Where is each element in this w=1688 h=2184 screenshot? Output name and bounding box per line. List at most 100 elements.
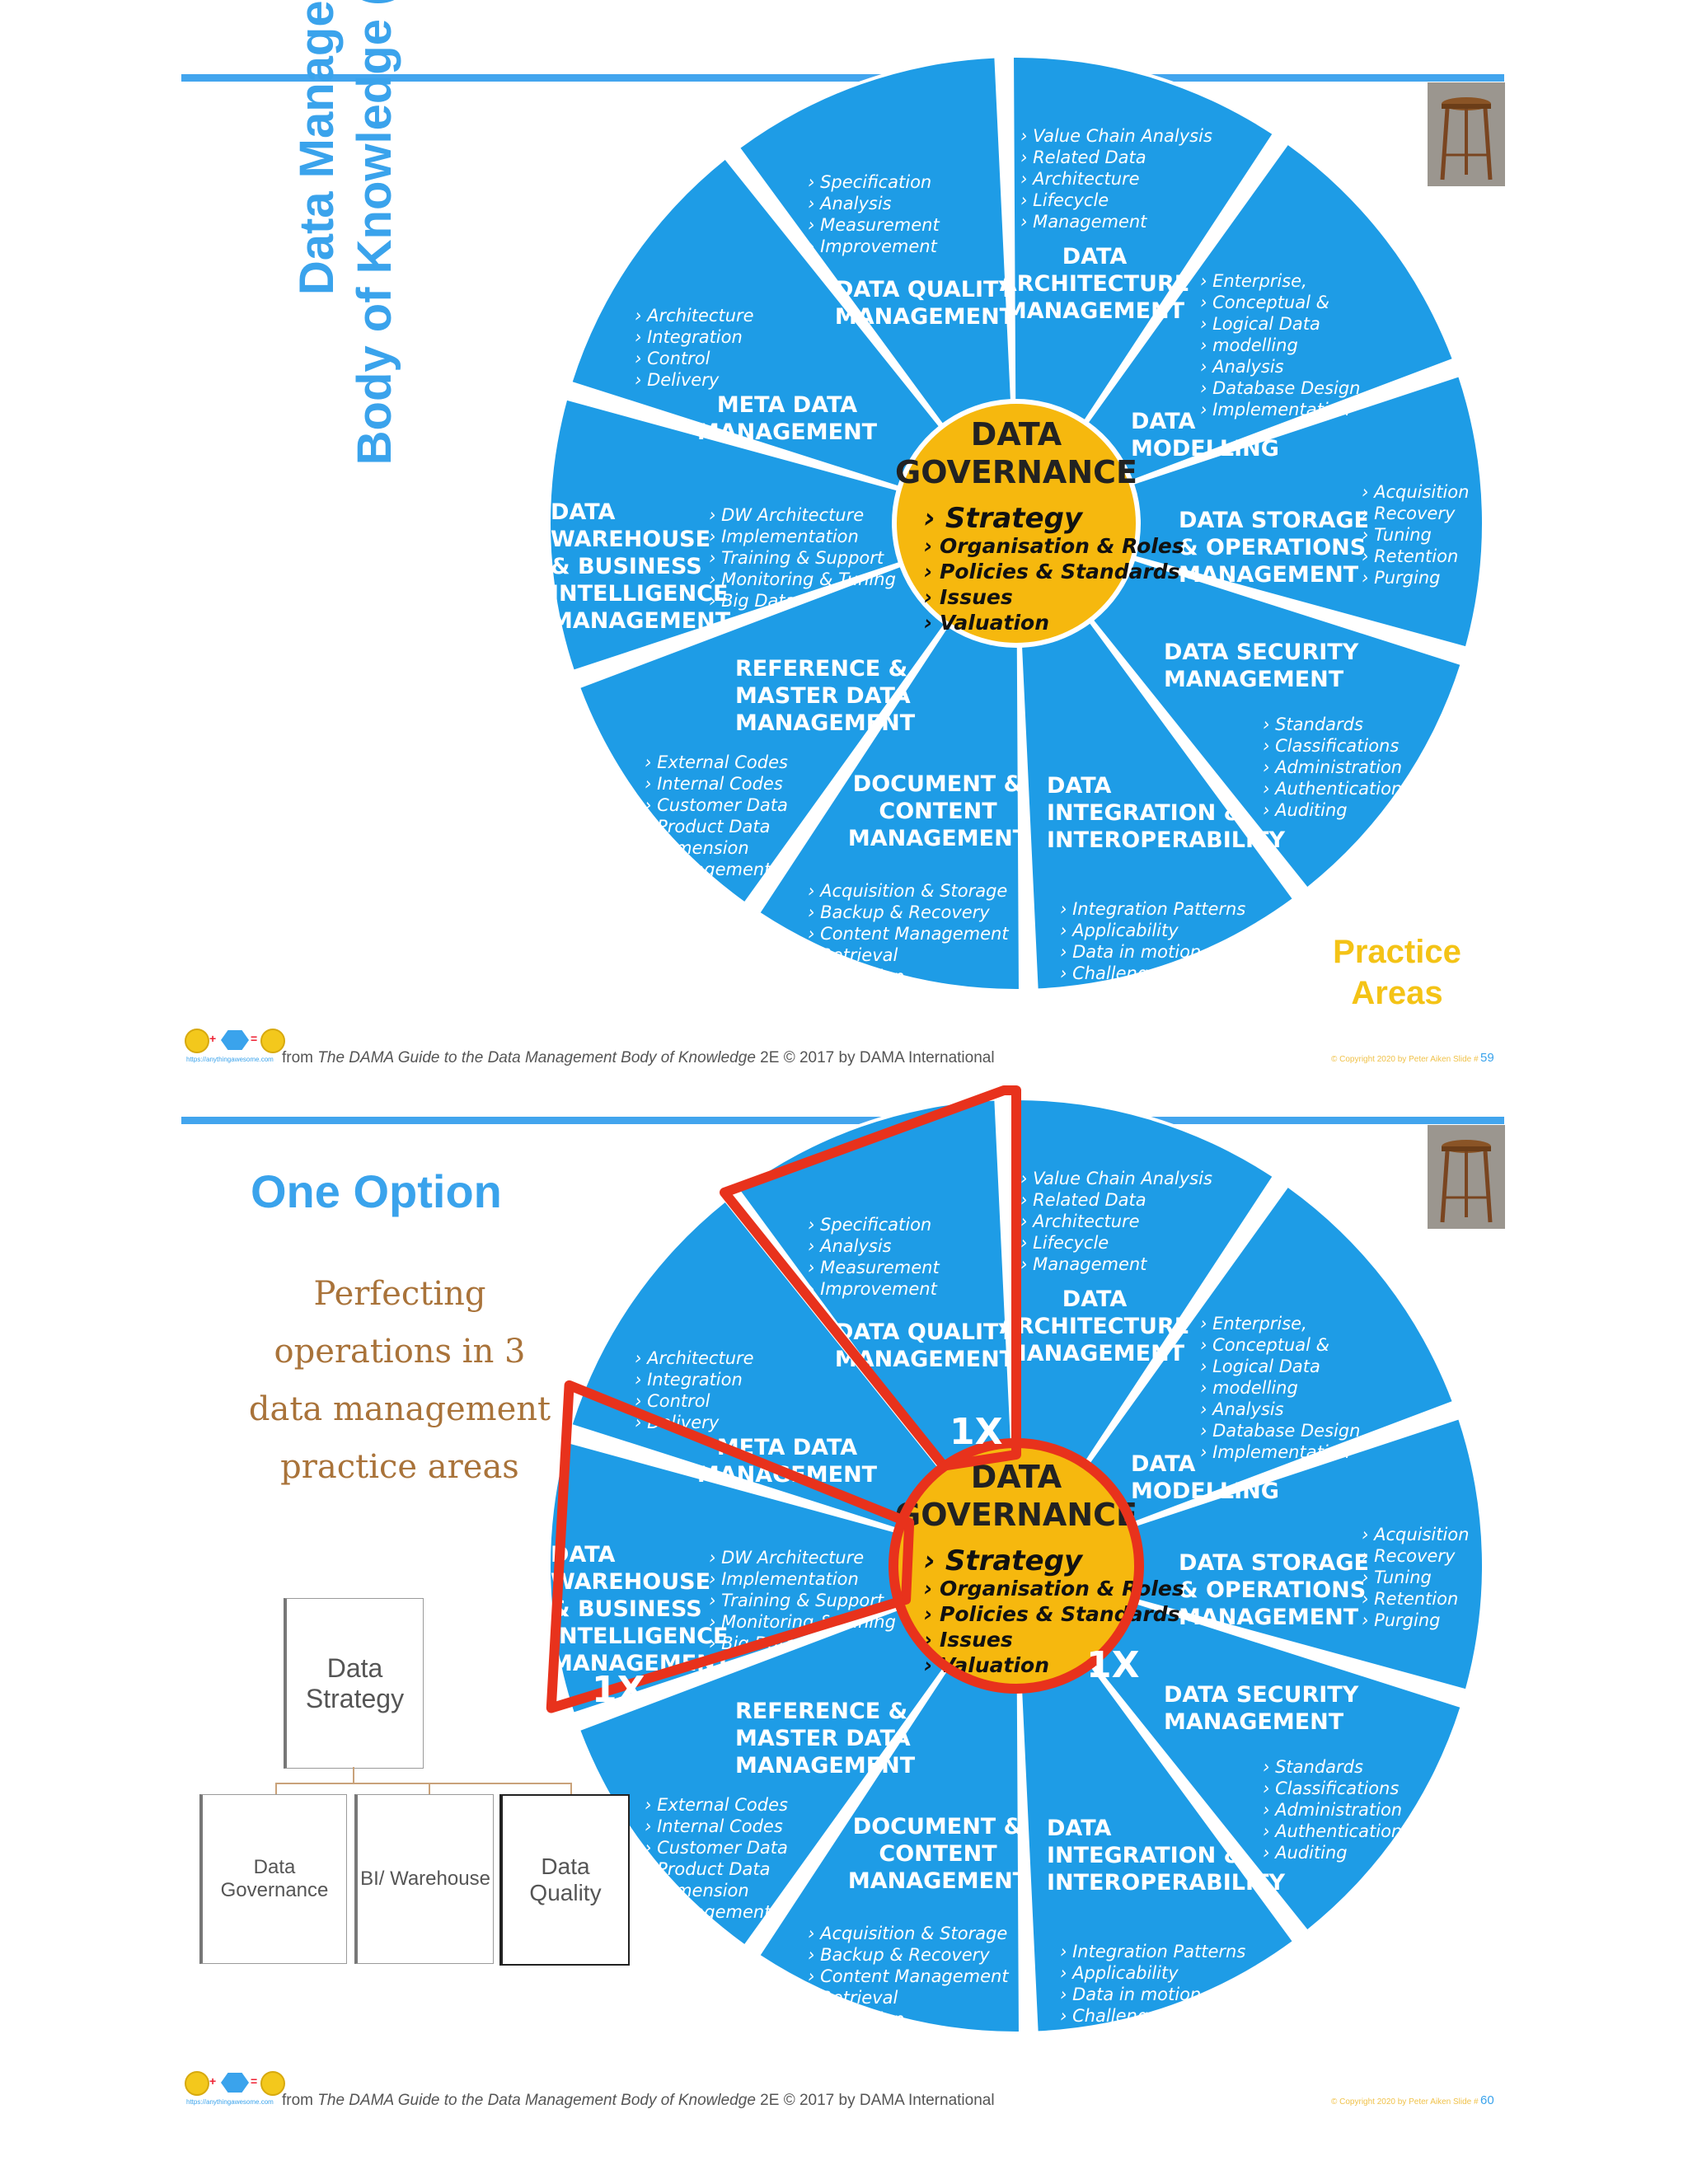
copyright-notice: © Copyright 2020 by Peter Aiken Slide #	[1331, 2097, 1479, 2107]
wheel-sector	[760, 627, 1019, 989]
wheel-sector	[1022, 1666, 1292, 2032]
slide-top-bar	[181, 1117, 1504, 1124]
org-box-label: Data Strategy	[305, 1652, 405, 1713]
wheel-sector	[551, 1442, 898, 1713]
org-connector	[570, 1783, 572, 1796]
sector-items: › Value Chain Analysis› Related Data› Ar…	[1020, 126, 1212, 232]
tagline-line-1: Perfecting	[313, 1275, 486, 1313]
stool-photo	[1428, 82, 1505, 186]
org-box-label: Data Governance	[220, 1856, 329, 1901]
wheel-sector	[1022, 623, 1292, 989]
slide-60: One Option Perfecting operations in 3 da…	[0, 1043, 1688, 2135]
wheel-sector	[1089, 145, 1452, 480]
wheel-sector	[1094, 560, 1461, 887]
page-number: 59	[1480, 1051, 1494, 1065]
practice-areas-label: Practice Areas	[1319, 931, 1475, 1014]
highlight-multiplier-label: 1X	[950, 1411, 1003, 1453]
practice-areas-line-1: Practice	[1333, 934, 1461, 970]
wheel-sector	[1094, 1603, 1461, 1929]
citation-prefix: from	[282, 1049, 318, 1066]
citation-book: The DAMA Guide to the Data Management Bo…	[317, 1049, 756, 1066]
wheel-sector	[1134, 1419, 1482, 1690]
wheel-sector	[740, 58, 1010, 424]
sector-items: › Enterprise,› Conceptual &› Logical Dat…	[1200, 271, 1360, 419]
wheel-sector	[1089, 1188, 1452, 1522]
org-box-data-governance: Data Governance	[199, 1794, 347, 1964]
org-connector	[275, 1783, 572, 1784]
wheel-sector	[740, 1100, 1010, 1466]
org-box-label: BI/ Warehouse	[360, 1868, 490, 1890]
trash-icon	[260, 1029, 285, 1053]
org-box-label: Data Quality	[529, 1854, 602, 1905]
trash-icon	[185, 2071, 209, 2096]
sector-items: › DW Architecture› Implementation› Train…	[709, 505, 896, 611]
sector-items: › Specification› Analysis› Measurement› …	[808, 172, 940, 256]
citation-prefix: from	[282, 2092, 318, 2109]
wheel-sector	[1014, 1100, 1273, 1462]
org-box-bi-warehouse: BI/ Warehouse	[354, 1794, 494, 1964]
sector-items: › Acquisition› Recovery› Tuning› Retenti…	[1362, 482, 1469, 588]
sector-items: › Acquisition & Storage› Backup & Recove…	[808, 881, 1009, 987]
citation-suffix: 2E © 2017 by DAMA International	[755, 1049, 995, 1066]
wheel-sector	[551, 400, 898, 670]
sector-items: › Architecture› Integration› Control› De…	[635, 306, 754, 390]
sector-items: › Acquisition & Storage› Backup & Recove…	[808, 1924, 1009, 2029]
citation-suffix: 2E © 2017 by DAMA International	[755, 2092, 995, 2109]
slide-title: One Option	[251, 1165, 502, 1217]
governance-hub	[897, 1446, 1136, 1685]
sector-items: › Integration Patterns› Applicability› D…	[1060, 1942, 1245, 2026]
tagline-line-2: operations in 3	[274, 1333, 526, 1371]
tagline-line-4: practice areas	[280, 1448, 519, 1486]
wheel-sector	[580, 1610, 944, 1944]
logo-url[interactable]: https://anythingawesome.com	[186, 2098, 274, 2106]
sector-items: › External Codes› Internal Codes› Custom…	[645, 1795, 788, 1922]
wheel-sector	[1134, 377, 1482, 647]
wheel-sector	[580, 567, 944, 902]
sector-items: › Enterprise,› Conceptual &› Logical Dat…	[1200, 1314, 1360, 1462]
logo-url[interactable]: https://anythingawesome.com	[186, 1056, 274, 1063]
sector-items: › Specification› Analysis› Measurement› …	[808, 1215, 940, 1299]
tagline-line-3: data management	[248, 1390, 551, 1428]
copyright-notice: © Copyright 2020 by Peter Aiken Slide #	[1331, 1055, 1479, 1064]
plus-icon: +	[209, 2074, 217, 2088]
source-citation: from The DAMA Guide to the Data Manageme…	[282, 2092, 995, 2110]
sector-items: › Value Chain Analysis› Related Data› Ar…	[1020, 1169, 1212, 1274]
governance-hub	[897, 404, 1136, 643]
equals-icon: =	[251, 1032, 258, 1045]
org-connector	[275, 1783, 277, 1796]
wheel-sector	[572, 160, 939, 486]
wheel-sector	[1014, 58, 1273, 419]
wheel-sector	[760, 1670, 1019, 2032]
citation-book: The DAMA Guide to the Data Management Bo…	[317, 2092, 756, 2109]
sector-items: › Standards› Classifications› Administra…	[1263, 1757, 1402, 1863]
org-connector	[429, 1783, 430, 1796]
sector-items: › External Codes› Internal Codes› Custom…	[645, 752, 788, 879]
org-box-data-quality: Data Quality	[499, 1794, 630, 1966]
source-citation: from The DAMA Guide to the Data Manageme…	[282, 1049, 995, 1067]
practice-areas-line-2: Areas	[1351, 975, 1443, 1011]
sector-items: › Integration Patterns› Applicability› D…	[1060, 899, 1245, 983]
equals-icon: =	[251, 2074, 258, 2088]
trash-icon	[260, 2071, 285, 2096]
wheel-sector	[572, 1202, 939, 1529]
page-number: 60	[1480, 2093, 1494, 2107]
